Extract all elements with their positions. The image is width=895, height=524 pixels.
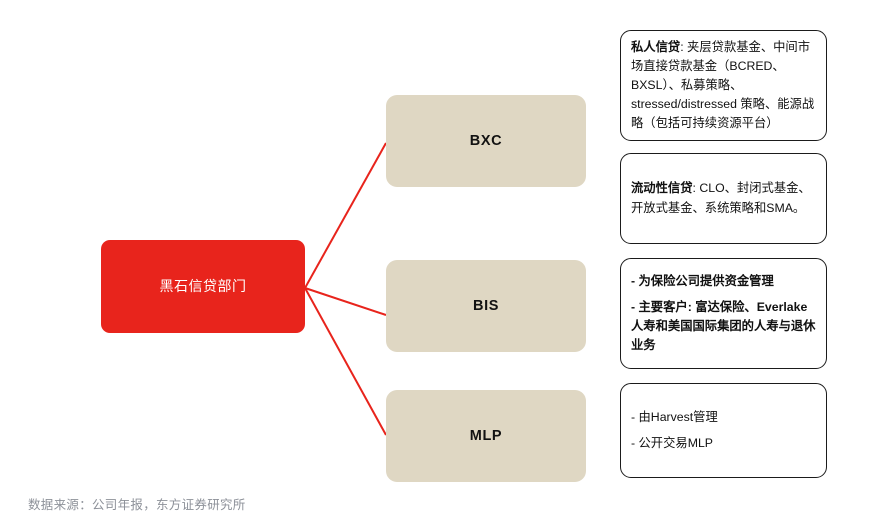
- description-body: CLO、封闭式基金、开放式基金、系统策略和SMA。: [631, 181, 811, 215]
- branch-node-label: MLP: [469, 428, 503, 444]
- branch-node-bxc[interactable]: BXC: [386, 95, 586, 187]
- description-body: - 公开交易MLP: [631, 436, 713, 450]
- description-box-mlp-details: - 由Harvest管理 - 公开交易MLP: [620, 383, 827, 478]
- description-box-liquid-credit: 流动性信贷: CLO、封闭式基金、开放式基金、系统策略和SMA。: [620, 153, 827, 244]
- description-body: - 为保险公司提供资金管理: [631, 273, 774, 288]
- description-paragraph: - 由Harvest管理: [631, 408, 817, 427]
- description-paragraph: - 为保险公司提供资金管理: [631, 272, 817, 291]
- connector-line-mlp: [304, 287, 387, 436]
- branch-node-label: BIS: [473, 298, 499, 314]
- description-separator: :: [680, 39, 688, 54]
- description-body: 夹层贷款基金、中间市场直接贷款基金（BCRED、BXSL）、私募策略、stres…: [631, 39, 815, 131]
- description-box-insurance-solutions: - 为保险公司提供资金管理 - 主要客户: 富达保险、Everlake人寿和美国…: [620, 258, 827, 369]
- root-node-label: 黑石信贷部门: [159, 277, 247, 294]
- description-body: - 由Harvest管理: [631, 409, 718, 424]
- description-separator: :: [692, 181, 700, 196]
- branch-node-bis[interactable]: BIS: [386, 260, 586, 352]
- description-body: - 主要客户: 富达保险、Everlake人寿和美国国际集团的人寿与退休业务: [631, 299, 816, 353]
- description-paragraph: 流动性信贷: CLO、封闭式基金、开放式基金、系统策略和SMA。: [631, 179, 817, 217]
- description-lead: 流动性信贷: [631, 181, 693, 196]
- connector-line-bis: [304, 287, 387, 316]
- root-node-blackstone-credit[interactable]: 黑石信贷部门: [101, 240, 305, 333]
- description-box-private-credit: 私人信贷: 夹层贷款基金、中间市场直接贷款基金（BCRED、BXSL）、私募策略…: [620, 30, 827, 141]
- description-paragraph: - 公开交易MLP: [631, 434, 817, 453]
- source-note: 数据来源：公司年报，东方证券研究所: [28, 498, 246, 512]
- description-paragraph: - 主要客户: 富达保险、Everlake人寿和美国国际集团的人寿与退休业务: [631, 298, 817, 355]
- connector-line-bxc: [304, 142, 387, 289]
- branch-node-label: BXC: [469, 133, 503, 149]
- description-lead: 私人信贷: [631, 39, 681, 54]
- branch-node-mlp[interactable]: MLP: [386, 390, 586, 482]
- description-paragraph: 私人信贷: 夹层贷款基金、中间市场直接贷款基金（BCRED、BXSL）、私募策略…: [631, 38, 817, 133]
